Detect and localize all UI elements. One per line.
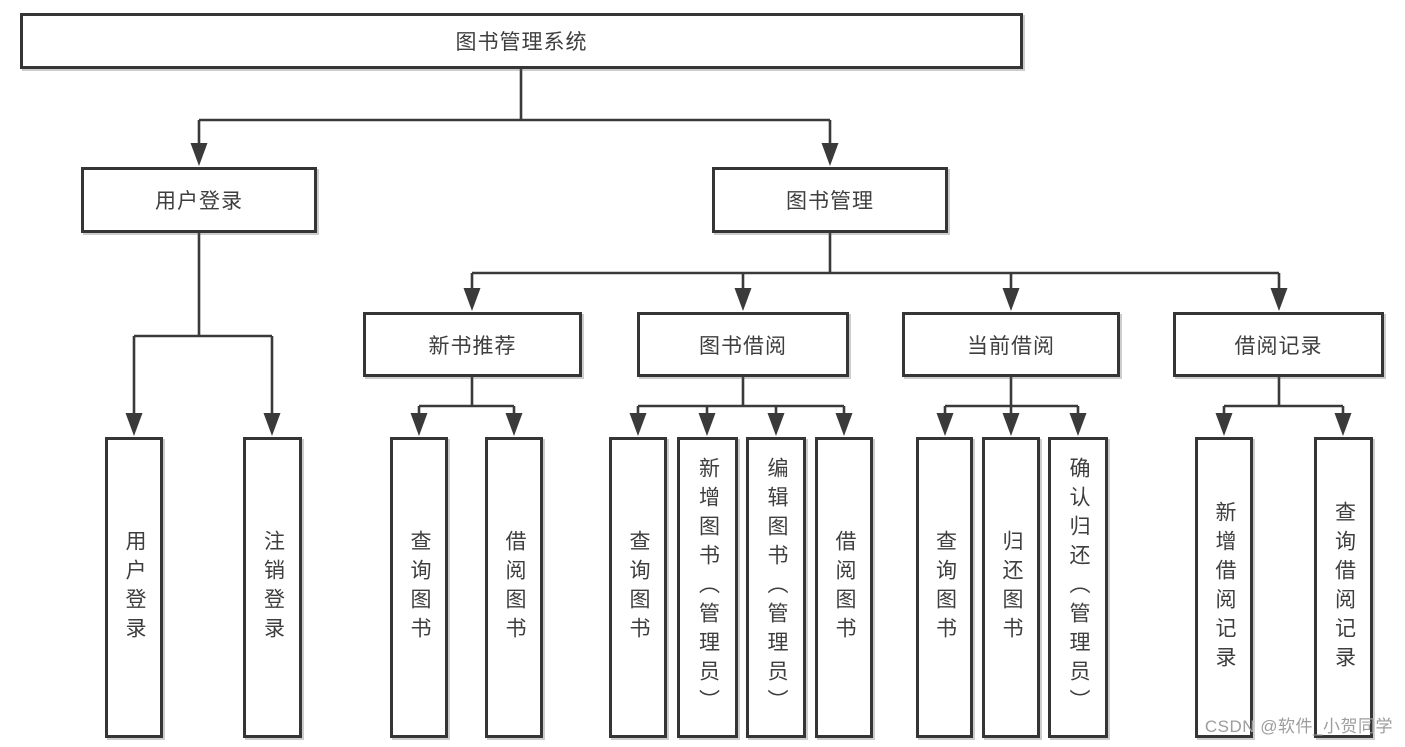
node-root-library-management-system: 图书管理系统	[20, 13, 1023, 69]
leaf-borrowing-borrow-books: 借阅图书	[815, 437, 873, 738]
leaf-label: 借阅图书	[503, 529, 526, 646]
leaf-label: 新增借阅记录	[1213, 500, 1236, 675]
leaf-current-return-books: 归还图书	[982, 437, 1040, 738]
leaf-current-confirm-return-admin: 确认归还（管理员）	[1048, 437, 1108, 738]
node-book-management: 图书管理	[712, 167, 948, 233]
leaf-borrowing-edit-books-admin: 编辑图书（管理员）	[746, 437, 806, 738]
node-label: 当前借阅	[967, 334, 1055, 358]
leaf-label: 借阅图书	[833, 529, 856, 646]
edges-new-books-branch	[410, 377, 523, 436]
leaf-label: 查询借阅记录	[1332, 500, 1356, 675]
edges-root-to-level2	[190, 69, 839, 166]
node-borrowing-records: 借阅记录	[1173, 312, 1384, 377]
csdn-watermark: CSDN @软件_小贺同学	[1204, 717, 1393, 736]
leaf-label: 新增图书（管理员）	[696, 457, 720, 718]
leaf-logout: 注销登录	[243, 437, 302, 738]
edges-book-management-to-level3	[463, 233, 1288, 311]
leaf-records-add-record: 新增借阅记录	[1195, 437, 1253, 738]
edges-book-borrowing-branch	[629, 377, 853, 436]
leaf-label: 确认归还（管理员）	[1067, 457, 1090, 718]
leaf-label: 归还图书	[1000, 529, 1023, 646]
leaf-records-query-record: 查询借阅记录	[1314, 437, 1373, 738]
leaf-newbooks-borrow-books: 借阅图书	[485, 437, 543, 738]
edges-borrowing-records-branch	[1215, 377, 1352, 436]
node-label: 图书管理	[786, 190, 874, 213]
node-book-borrowing: 图书借阅	[637, 312, 849, 377]
leaf-label: 查询图书	[933, 529, 957, 646]
node-label: 用户登录	[155, 190, 243, 213]
leaf-label: 用户登录	[123, 529, 146, 646]
node-label: 借阅记录	[1234, 334, 1323, 358]
leaf-label: 查询图书	[408, 529, 431, 646]
node-label: 新书推荐	[428, 334, 517, 358]
node-label: 图书借阅	[699, 334, 787, 358]
node-label: 图书管理系统	[455, 31, 588, 54]
leaf-borrowing-add-books-admin: 新增图书（管理员）	[677, 437, 738, 738]
leaf-borrowing-query-books: 查询图书	[609, 437, 667, 738]
edges-current-borrowing-branch	[936, 377, 1087, 436]
leaf-label: 注销登录	[261, 529, 285, 646]
node-user-login: 用户登录	[81, 167, 317, 233]
leaf-user-login: 用户登录	[105, 437, 163, 738]
leaf-label: 查询图书	[627, 529, 650, 646]
leaf-current-query-books: 查询图书	[916, 437, 973, 738]
leaf-label: 编辑图书（管理员）	[765, 457, 788, 718]
node-new-book-recommendation: 新书推荐	[363, 312, 582, 377]
node-current-borrowing: 当前借阅	[902, 312, 1120, 377]
edges-user-login-branch	[125, 233, 281, 436]
leaf-newbooks-query-books: 查询图书	[390, 437, 448, 738]
